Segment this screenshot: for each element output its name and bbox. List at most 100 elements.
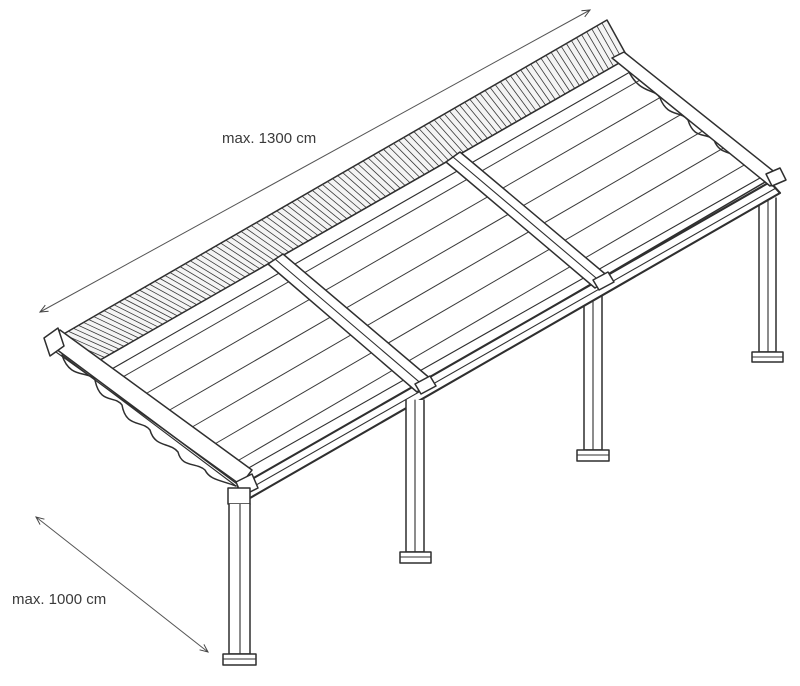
corrugation-line — [484, 90, 513, 125]
corrugation-line — [301, 195, 338, 225]
fabric-panel-line — [139, 91, 670, 398]
depth-dimension-line — [36, 517, 208, 652]
corrugation-line — [535, 60, 561, 98]
depth-dimension: max. 1000 cm — [12, 517, 208, 652]
corrugation-line — [185, 263, 227, 289]
corrugation-line — [235, 234, 275, 261]
corrugation-line — [591, 28, 614, 67]
back-right-post — [751, 197, 784, 363]
corrugation-line — [540, 57, 566, 95]
corrugation-line — [317, 187, 353, 217]
corrugation-line — [93, 316, 139, 339]
corrugation-line — [444, 113, 474, 147]
corrugation-line — [469, 99, 498, 134]
corrugation-line — [332, 178, 367, 209]
fabric-panel-line — [207, 143, 732, 449]
corrugation-line — [215, 245, 256, 272]
corrugation-line — [113, 304, 159, 328]
corrugation-line — [408, 134, 440, 167]
corrugation-line — [251, 225, 290, 253]
corrugation-line — [98, 313, 144, 336]
corrugation-line — [357, 163, 391, 195]
corrugation-line — [530, 63, 556, 100]
corrugation-line — [68, 330, 115, 353]
corrugation-line — [281, 207, 319, 236]
corrugation-line — [459, 104, 488, 139]
corrugation-line — [586, 31, 609, 70]
corrugation-line — [73, 327, 120, 350]
corrugation-line — [205, 251, 246, 278]
corrugation-line — [230, 236, 270, 264]
corrugation-line — [418, 128, 450, 161]
corrugation-line — [581, 34, 605, 73]
corrugation-line — [388, 145, 420, 178]
fabric-panel-line — [162, 108, 690, 415]
corrugation-line — [566, 43, 590, 81]
corrugation-line — [398, 140, 430, 172]
corrugation-line — [362, 160, 396, 192]
depth-dimension-label: max. 1000 cm — [12, 591, 106, 608]
corrugation-line — [190, 260, 231, 286]
fabric-panel-line — [230, 160, 752, 466]
corrugation-line — [154, 280, 197, 306]
fabric-panel-lines — [117, 74, 752, 466]
length-dimension: max. 1300 cm — [40, 10, 590, 312]
corrugation-line — [454, 107, 483, 142]
corrugation-line — [271, 213, 309, 242]
corrugation-line — [489, 87, 517, 123]
corrugation-line — [383, 148, 416, 181]
corrugation-line — [545, 55, 571, 92]
corrugation-line — [413, 131, 445, 164]
corrugation-line — [159, 278, 202, 303]
corrugation-line — [220, 242, 260, 270]
corrugation-line — [433, 119, 464, 153]
corrugation-line — [322, 184, 357, 214]
corrugation-line — [88, 319, 134, 342]
corrugation-line — [423, 125, 454, 159]
corrugation-line — [515, 72, 542, 109]
corrugation-line — [240, 231, 280, 258]
corrugation-line — [195, 257, 236, 283]
corrugation-line — [571, 40, 595, 78]
corrugation-line — [124, 298, 168, 322]
corrugation-line — [169, 272, 212, 297]
front-left-post — [222, 487, 257, 666]
corrugation-line — [505, 78, 532, 114]
length-dimension-label: max. 1300 cm — [222, 130, 316, 147]
corrugation-line — [306, 192, 343, 222]
length-dimension-line — [40, 10, 590, 312]
corrugation-line — [118, 301, 164, 325]
corrugation-line — [474, 96, 503, 131]
corrugation-line — [337, 175, 372, 206]
corrugation-line — [83, 322, 130, 344]
corrugation-line — [520, 69, 546, 106]
corrugation-line — [347, 169, 382, 200]
corrugation-line — [367, 157, 401, 189]
corrugation-line — [494, 84, 522, 120]
corrugation-line — [245, 228, 285, 256]
corrugation-line — [555, 49, 580, 86]
corrugation-line — [296, 198, 333, 228]
corrugation-lines — [52, 22, 624, 361]
corrugation-line — [439, 116, 469, 150]
fabric-panel-line — [117, 74, 649, 381]
corrugation-line — [525, 66, 551, 103]
corrugation-line — [352, 166, 386, 197]
corrugation-line — [256, 222, 294, 250]
corrugation-line — [464, 101, 493, 136]
corrugation-line — [342, 172, 377, 203]
corrugation-line — [103, 310, 149, 333]
corrugation-line — [149, 283, 193, 308]
middle-front-post — [399, 399, 432, 564]
corrugation-line — [164, 275, 207, 300]
roof-canopy — [43, 19, 787, 500]
corrugation-line — [560, 46, 585, 84]
corrugation-line — [210, 248, 251, 275]
corrugation-line — [510, 75, 537, 111]
corrugation-line — [174, 269, 217, 295]
corrugation-line — [403, 137, 435, 170]
corrugation-line — [449, 110, 479, 145]
corrugation-line — [327, 181, 362, 211]
corrugation-line — [200, 254, 241, 281]
